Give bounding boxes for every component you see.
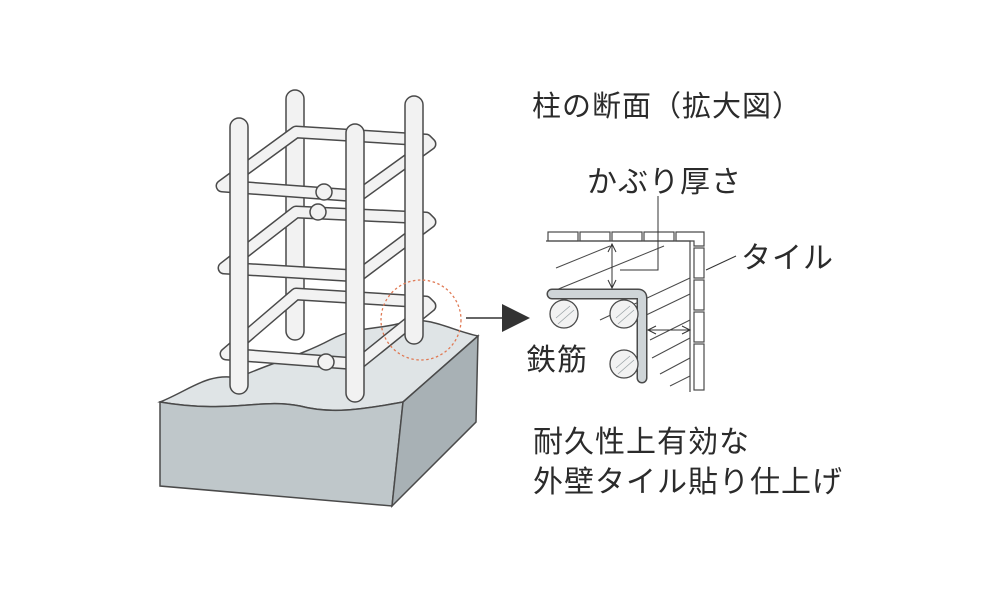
description-line-2: 外壁タイル貼り仕上げ — [533, 465, 843, 500]
rebar-section-1 — [549, 299, 579, 329]
rebar-vertical-front — [345, 123, 365, 403]
tile-leader-line — [705, 255, 737, 271]
rebar-cage — [215, 89, 437, 403]
description-line-1: 耐久性上有効な — [533, 425, 750, 460]
tile-row-top — [547, 231, 705, 247]
section-title: 柱の断面（拡大図） — [532, 89, 803, 123]
rebar-label: 鉄筋 — [526, 343, 588, 378]
rebar-tie-middle — [217, 203, 437, 283]
tile-label: タイル — [741, 241, 834, 276]
rebar-section-2 — [609, 299, 639, 329]
cover-dimension-vertical — [607, 242, 617, 290]
detail-highlight-circle — [380, 279, 462, 361]
cover-dimension-horizontal — [646, 325, 692, 335]
detail-arrow — [466, 304, 530, 332]
column-section-detail — [546, 196, 737, 392]
rebar-sections — [549, 299, 639, 379]
rebar-section-3 — [609, 349, 639, 379]
foundation-front-face — [159, 401, 404, 507]
rebar-tie-bottom — [219, 287, 437, 371]
tile-column-right — [693, 247, 705, 391]
concrete-edge — [546, 240, 691, 392]
rebar-vertical-left — [229, 117, 249, 395]
concrete-foundation — [157, 319, 480, 509]
rebar-tie-top — [215, 125, 437, 203]
cover-thickness-label: かぶり厚さ — [587, 165, 742, 200]
foundation-side-face — [391, 334, 479, 509]
cover-leader-line — [620, 196, 659, 271]
rebar-vertical-right — [404, 95, 424, 345]
